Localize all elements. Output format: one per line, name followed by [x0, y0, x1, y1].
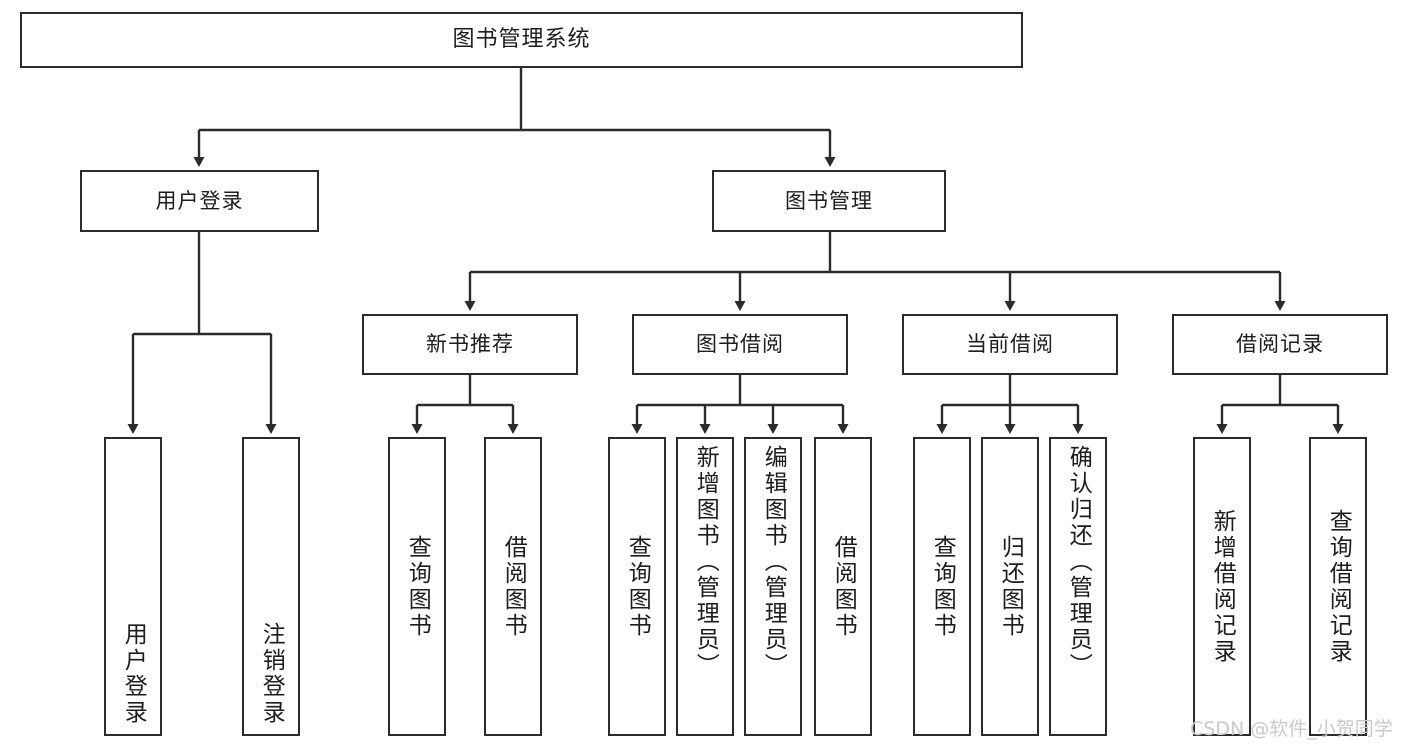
node-label: 归还图书 — [997, 534, 1024, 639]
leaf-user-login-login[interactable]: 用户登录 — [104, 437, 162, 736]
node-label: 注销登录 — [258, 622, 285, 726]
leaf-new-book-query-book[interactable]: 查询图书 — [388, 437, 446, 736]
node-label: 图书借阅 — [696, 332, 784, 357]
node-book-management[interactable]: 图书管理 — [712, 170, 946, 232]
node-book-borrow[interactable]: 图书借阅 — [632, 314, 848, 375]
leaf-book-borrow-add-book-admin[interactable]: 新增图书（管理员） — [676, 437, 734, 736]
node-label: 编辑图书（管理员） — [760, 445, 787, 679]
leaf-current-borrow-query-book[interactable]: 查询图书 — [913, 437, 971, 736]
node-label: 查询图书 — [404, 534, 431, 639]
leaf-book-borrow-borrow-book[interactable]: 借阅图书 — [814, 437, 872, 736]
node-label: 借阅记录 — [1236, 332, 1324, 357]
node-label: 新增借阅记录 — [1209, 508, 1236, 665]
node-label: 借阅图书 — [500, 534, 527, 639]
leaf-borrow-record-add-record[interactable]: 新增借阅记录 — [1193, 437, 1251, 736]
node-label: 借阅图书 — [830, 534, 857, 639]
node-label: 图书管理 — [785, 188, 873, 213]
leaf-borrow-record-query-record[interactable]: 查询借阅记录 — [1309, 437, 1367, 736]
node-label: 查询图书 — [624, 534, 651, 639]
node-label: 新增图书（管理员） — [692, 445, 719, 679]
node-label: 图书管理系统 — [452, 27, 591, 53]
node-new-book-recommend[interactable]: 新书推荐 — [362, 314, 578, 375]
node-current-borrow[interactable]: 当前借阅 — [902, 314, 1118, 375]
node-label: 查询图书 — [929, 534, 956, 639]
node-label: 查询借阅记录 — [1325, 508, 1352, 665]
node-label: 用户登录 — [120, 622, 147, 726]
csdn-watermark: CSDN @软件_小贺同学 — [1190, 718, 1393, 740]
leaf-user-login-logout[interactable]: 注销登录 — [242, 437, 300, 736]
node-user-login[interactable]: 用户登录 — [80, 170, 319, 232]
leaf-current-borrow-return-book[interactable]: 归还图书 — [981, 437, 1039, 736]
node-label: 确认归还（管理员） — [1065, 445, 1092, 679]
leaf-book-borrow-query-book[interactable]: 查询图书 — [608, 437, 666, 736]
node-label: 新书推荐 — [426, 332, 514, 357]
node-borrow-record[interactable]: 借阅记录 — [1172, 314, 1388, 375]
node-label: 当前借阅 — [966, 332, 1054, 357]
leaf-book-borrow-edit-book-admin[interactable]: 编辑图书（管理员） — [744, 437, 802, 736]
node-root-book-management-system[interactable]: 图书管理系统 — [20, 12, 1023, 68]
leaf-current-borrow-confirm-return-admin[interactable]: 确认归还（管理员） — [1049, 437, 1107, 736]
leaf-new-book-borrow-book[interactable]: 借阅图书 — [484, 437, 542, 736]
node-label: 用户登录 — [155, 188, 244, 213]
